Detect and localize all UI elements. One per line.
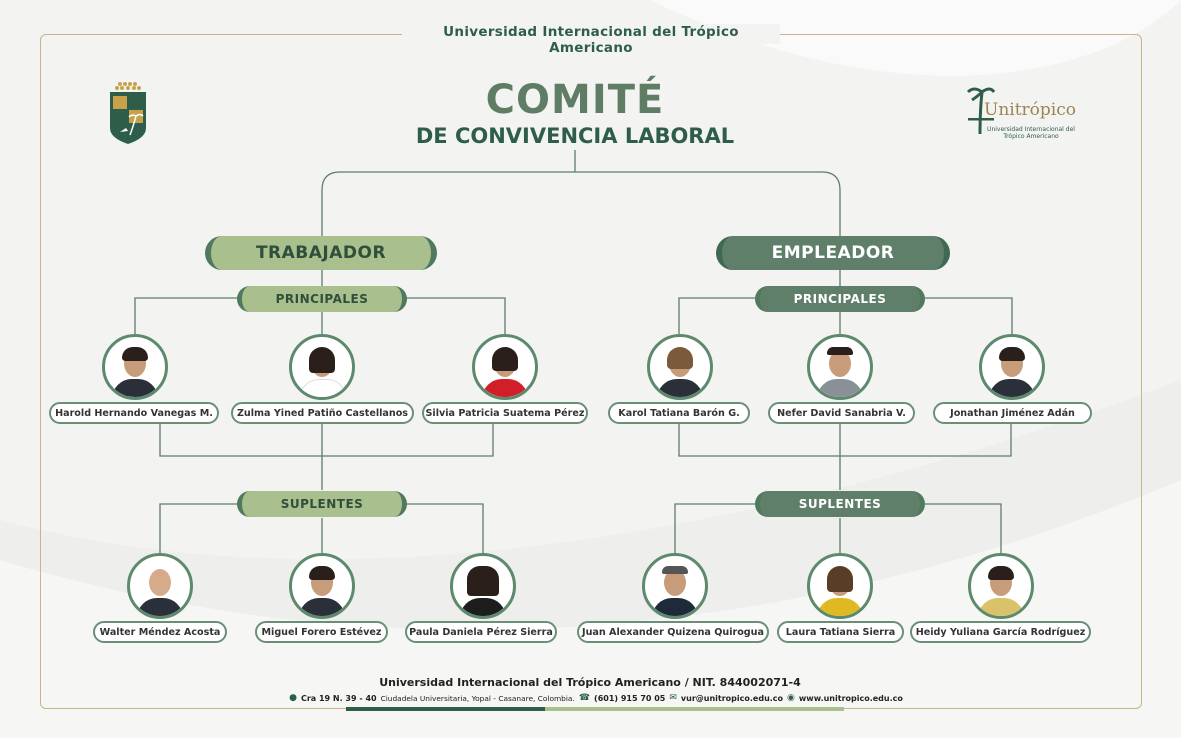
phone-icon: ☎ <box>578 693 591 703</box>
institution-title: Universidad Internacional del Trópico Am… <box>402 24 780 56</box>
footer-contact: ● Cra 19 N. 39 - 40 Ciudadela Universita… <box>289 693 903 703</box>
member-name: Silvia Patricia Suatema Pérez <box>422 402 588 424</box>
footer-website[interactable]: www.unitropico.edu.co <box>798 693 903 703</box>
employer-group-label: EMPLEADOR <box>716 236 950 270</box>
mail-icon: ✉ <box>669 693 677 703</box>
employer-suplentes-label: SUPLENTES <box>755 491 925 517</box>
member-photo <box>289 553 355 619</box>
member-name: Paula Daniela Pérez Sierra <box>405 621 557 643</box>
worker-principales-label: PRINCIPALES <box>237 286 407 312</box>
member-name: Heidy Yuliana García Rodríguez <box>910 621 1091 643</box>
member-name: Laura Tatiana Sierra <box>777 621 904 643</box>
footer-accent-bar <box>346 707 844 711</box>
member-name: Karol Tatiana Barón G. <box>608 402 750 424</box>
member-photo <box>472 334 538 400</box>
employer-principales-label: PRINCIPALES <box>755 286 925 312</box>
worker-group-label: TRABAJADOR <box>205 236 437 270</box>
member-name: Harold Hernando Vanegas M. <box>49 402 219 424</box>
member-photo <box>289 334 355 400</box>
footer-address: Ciudadela Universitaria, Yopal - Casanar… <box>380 693 575 703</box>
footer-address-street: Cra 19 N. 39 - 40 <box>300 693 377 703</box>
member-photo <box>807 553 873 619</box>
footer-phone: (601) 915 70 05 <box>594 693 666 703</box>
member-photo <box>102 334 168 400</box>
sub-title: DE CONVIVENCIA LABORAL <box>415 124 735 148</box>
member-name: Juan Alexander Quizena Quirogua <box>577 621 769 643</box>
member-name: Miguel Forero Estévez <box>255 621 388 643</box>
member-photo <box>450 553 516 619</box>
globe-icon: ◉ <box>787 693 795 703</box>
member-name: Zulma Yined Patiño Castellanos <box>231 402 414 424</box>
member-photo <box>979 334 1045 400</box>
brand-name: Unitrópico <box>984 100 1076 120</box>
member-photo <box>647 334 713 400</box>
member-name: Nefer David Sanabria V. <box>768 402 915 424</box>
member-photo <box>968 553 1034 619</box>
member-photo <box>642 553 708 619</box>
member-photo <box>127 553 193 619</box>
main-title: COMITÉ <box>485 77 665 123</box>
member-photo <box>807 334 873 400</box>
location-pin-icon: ● <box>289 693 297 703</box>
member-name: Jonathan Jiménez Adán <box>933 402 1092 424</box>
worker-suplentes-label: SUPLENTES <box>237 491 407 517</box>
member-name: Walter Méndez Acosta <box>93 621 227 643</box>
brand-subtitle: Universidad Internacional del Trópico Am… <box>987 126 1075 140</box>
footer-institution: Universidad Internacional del Trópico Am… <box>379 676 801 689</box>
university-crest-logo <box>108 80 148 150</box>
footer-email[interactable]: vur@unitropico.edu.co <box>680 693 784 703</box>
